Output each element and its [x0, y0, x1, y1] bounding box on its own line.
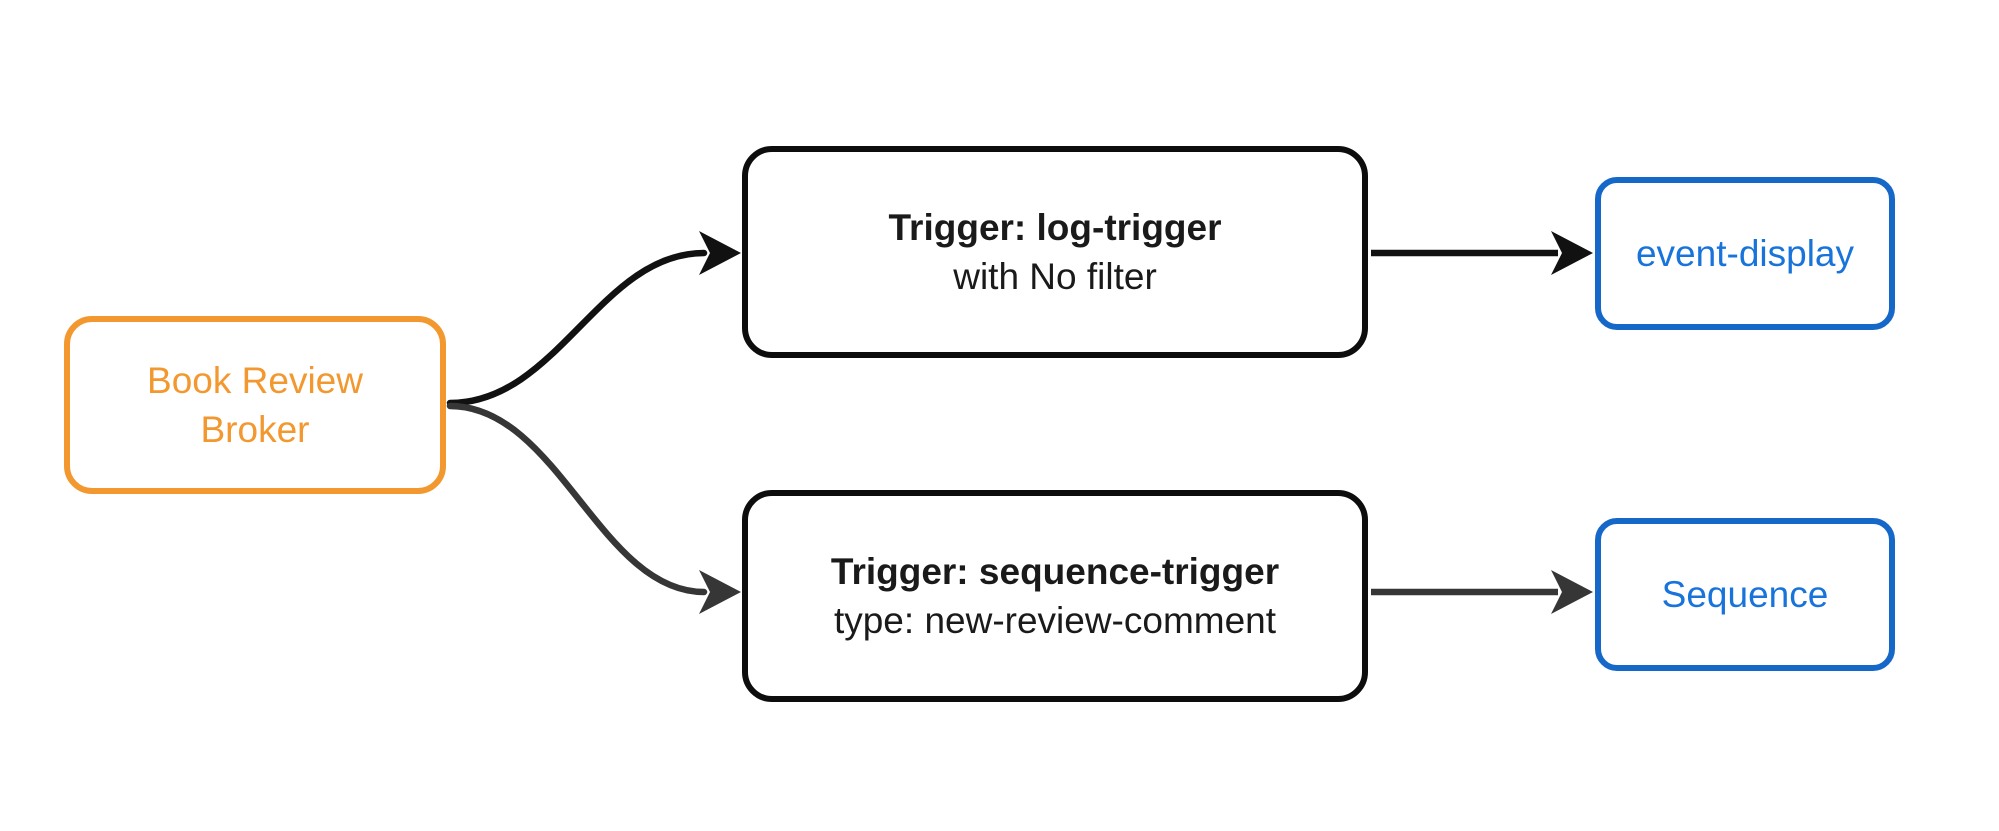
node-label-line: Book Review [147, 360, 363, 401]
arrowhead-icon [699, 231, 741, 275]
edge-sequence-trigger-to-sequence [1371, 570, 1593, 614]
node-label-line: type: new-review-comment [833, 600, 1277, 641]
edge-broker-to-sequence-trigger-line [446, 402, 708, 596]
node-label-line: Broker [200, 409, 310, 450]
arrowhead-icon [1551, 231, 1593, 275]
edge-log-trigger-to-event-display [1371, 231, 1593, 275]
node-label-line: Trigger: sequence-trigger [830, 551, 1280, 592]
node-sequence: Sequence [1595, 518, 1895, 671]
node-log-trigger: Trigger: log-trigger with No filter [742, 146, 1368, 358]
edge-broker-to-log-trigger-line [446, 249, 708, 407]
node-sequence-trigger: Trigger: sequence-trigger type: new-revi… [742, 490, 1368, 702]
edge-broker-to-log-trigger [446, 231, 741, 407]
edge-broker-to-sequence-trigger [446, 402, 741, 614]
node-book-review-broker: Book Review Broker [64, 316, 446, 494]
arrowhead-icon [699, 570, 741, 614]
node-event-display: event-display [1595, 177, 1895, 330]
node-label-line: Sequence [1661, 574, 1829, 615]
node-label-line: event-display [1635, 233, 1854, 274]
node-label-line: Trigger: log-trigger [888, 207, 1222, 248]
arrowhead-icon [1551, 570, 1593, 614]
node-label-line: with No filter [953, 256, 1157, 297]
